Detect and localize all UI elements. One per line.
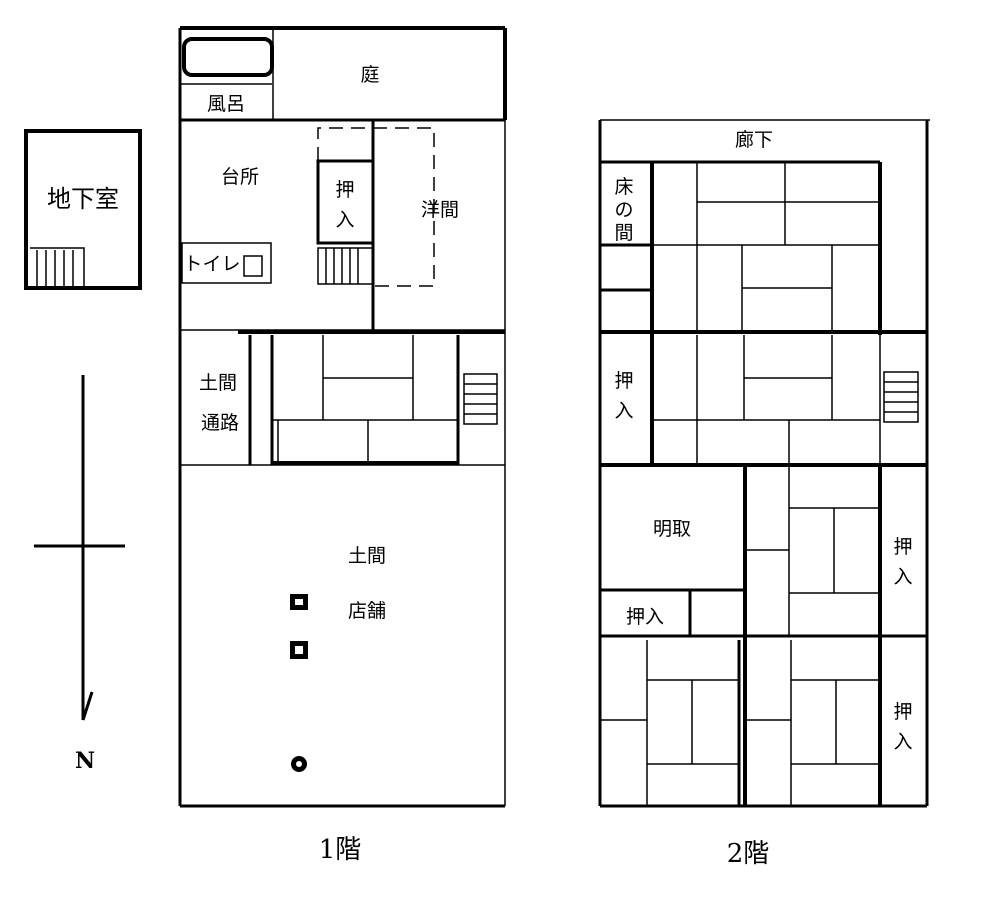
room-closet-right1-label-2: 入 bbox=[893, 566, 912, 588]
floor2-tatami-grid-mid bbox=[652, 335, 880, 463]
room-garden-label: 庭 bbox=[360, 64, 379, 86]
basement-label: 地下室 bbox=[47, 185, 119, 213]
basement-block: 地下室 bbox=[24, 129, 142, 290]
floor1-title: 1階 bbox=[319, 835, 362, 865]
room-toilet-label: トイレ bbox=[183, 253, 240, 275]
room-doma-shop-label-2: 店舗 bbox=[348, 600, 386, 622]
room-closet-small-label: 押入 bbox=[626, 606, 664, 628]
floor2-tatami-grid-bottom-left bbox=[600, 640, 739, 806]
room-doma-passage-label-1: 土間 bbox=[199, 372, 237, 394]
floor1-plan: 風呂 庭 台所 トイレ 押入 洋間 土間 通路 bbox=[178, 26, 507, 865]
floor2-tatami-grid-top bbox=[652, 162, 880, 330]
room-closet-right2-label-1: 押 bbox=[893, 701, 912, 723]
basement-outline bbox=[24, 129, 142, 290]
room-tokonoma-label-1: 床 bbox=[614, 176, 633, 198]
floor2-title: 2階 bbox=[727, 839, 770, 869]
room-closet-left-label-2: 入 bbox=[614, 400, 633, 422]
floor2-tatami-grid-bottom-right bbox=[745, 640, 880, 806]
room-western-label: 洋間 bbox=[421, 199, 459, 221]
room-akari-label: 明取 bbox=[653, 518, 691, 540]
floor1-stairs bbox=[317, 247, 374, 285]
toilet-icon bbox=[243, 255, 263, 277]
room-closet-right2-label-2: 入 bbox=[893, 731, 912, 753]
room-closet-left-label-1: 押 bbox=[614, 370, 633, 392]
pillar-markers bbox=[290, 594, 308, 772]
toilet-box bbox=[181, 242, 272, 284]
room-corridor-label: 廊下 bbox=[735, 129, 773, 151]
room-tokonoma-label-2: の bbox=[614, 199, 633, 221]
floor2-small-stairs bbox=[883, 371, 919, 423]
floor2-plan: 廊下 床 の 間 押 入 bbox=[598, 119, 930, 869]
room-doma-shop-label-1: 土間 bbox=[348, 545, 386, 567]
floor1-tatami-grid bbox=[272, 335, 458, 463]
room-bath-label: 風呂 bbox=[207, 93, 245, 115]
dashed-outline bbox=[317, 127, 435, 287]
room-closet-right1-label-1: 押 bbox=[893, 536, 912, 558]
compass-north-arrow: N bbox=[34, 375, 125, 774]
north-label: N bbox=[75, 748, 95, 774]
room-kitchen-label: 台所 bbox=[221, 166, 259, 188]
floor1-small-stairs bbox=[463, 373, 498, 425]
room-tokonoma-label-3: 間 bbox=[614, 222, 633, 244]
room-doma-passage-label-2: 通路 bbox=[201, 412, 239, 434]
closet-box bbox=[316, 159, 375, 245]
bathtub-shape bbox=[182, 37, 274, 77]
basement-stairs bbox=[30, 247, 85, 286]
room-closet-label-1: 押入 bbox=[335, 179, 354, 231]
floor2-tatami-grid-right bbox=[745, 465, 880, 636]
